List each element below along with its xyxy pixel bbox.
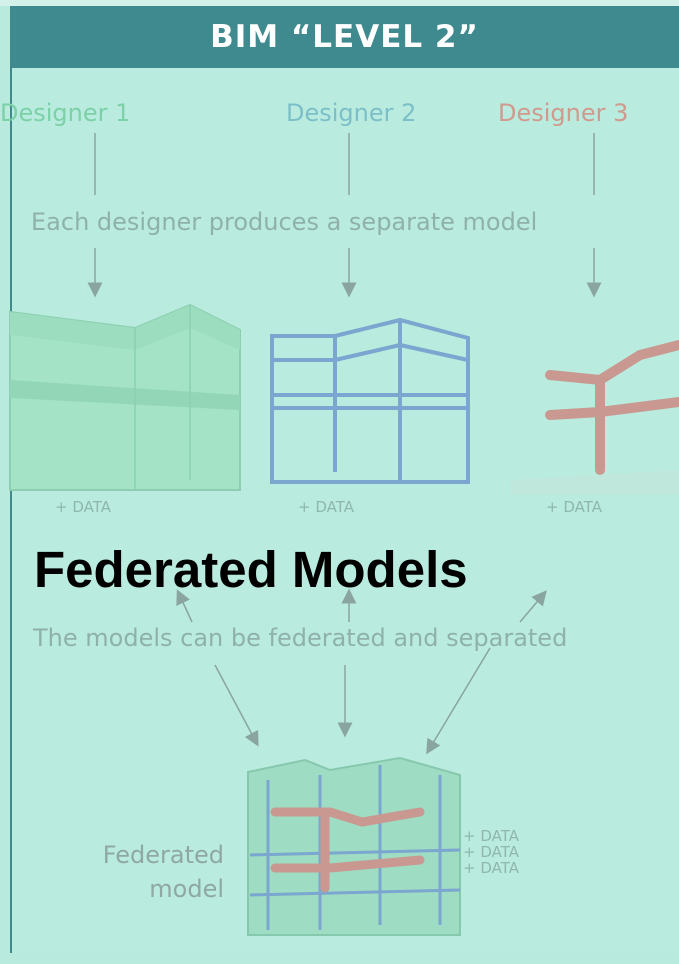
designer-3-label: Designer 3: [498, 99, 629, 127]
header-title: BIM “LEVEL 2”: [210, 19, 479, 55]
arrow-up-1: [176, 589, 193, 623]
designer-2-label: Designer 2: [286, 99, 417, 127]
model-3-services: [545, 340, 679, 475]
top-strip: [0, 0, 679, 6]
step-produce-text: Each designer produces a separate model: [31, 208, 538, 236]
diagram-header: BIM “LEVEL 2”: [10, 6, 679, 68]
overlay-title: Federated Models: [34, 541, 468, 598]
arrow-merge-3: [426, 647, 491, 755]
data-tag-2: + DATA: [298, 498, 354, 516]
arrows-top: [87, 133, 602, 298]
data-tag-1: + DATA: [55, 498, 111, 516]
arrows-middle: [176, 588, 547, 755]
arrow-up-3: [519, 590, 547, 623]
federated-label-line1: Federated: [102, 841, 224, 869]
federated-model-label: Federated model: [103, 838, 224, 906]
federated-data-tag: + DATA: [463, 859, 519, 877]
designer-1-label: Designer 1: [0, 99, 131, 127]
data-tag-3: + DATA: [546, 498, 602, 516]
model-2-structural: [270, 317, 470, 484]
federated-label-line2: model: [149, 875, 224, 903]
federated-data-tag: + DATA: [463, 827, 519, 845]
model-1-architectural: [9, 303, 241, 491]
federated-model-graphic: [247, 756, 461, 936]
step-federate-text: The models can be federated and separate…: [33, 624, 568, 652]
model-3-base: [510, 470, 679, 495]
federated-data-tag: + DATA: [463, 843, 519, 861]
federated-data-tags: + DATA + DATA + DATA: [463, 828, 519, 876]
arrow-merge-1: [214, 664, 259, 747]
